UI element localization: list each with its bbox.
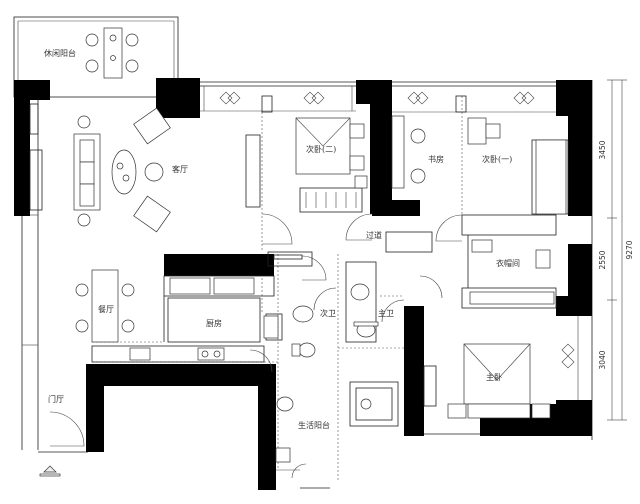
label-master-bedroom: 主卧 [486,372,502,382]
doors [49,213,463,479]
label-second-bathroom: 次卫 [320,308,336,318]
dimension-3450: 3450 [598,140,607,159]
label-second-bedroom-2: 次卧(二) [306,144,336,154]
room-labels: 休闲阳台 客厅 次卧(二) 书房 次卧(一) 过道 衣帽间 餐厅 厨房 次卫 主… [44,48,520,430]
dimension-labels: 3450 2550 9270 3040 [598,140,634,369]
label-second-bedroom-1: 次卧(一) [482,154,512,164]
furniture [39,27,575,477]
label-living-room: 客厅 [172,164,188,174]
walls [14,78,592,490]
label-utility-balcony: 生活阳台 [298,420,330,430]
label-leisure-balcony: 休闲阳台 [44,48,76,58]
label-walk-in-closet: 衣帽间 [496,258,520,268]
label-master-bathroom: 主卫 [378,308,394,318]
label-corridor: 过道 [366,230,382,240]
dimension-9270: 9270 [625,240,634,259]
label-entrance-hall: 门厅 [48,394,64,404]
partitions [29,95,569,427]
label-kitchen: 厨房 [206,318,222,328]
dimension-3040: 3040 [598,350,607,369]
dimension-2550: 2550 [598,250,607,269]
label-dining-room: 餐厅 [98,305,114,314]
label-study: 书房 [428,154,444,164]
